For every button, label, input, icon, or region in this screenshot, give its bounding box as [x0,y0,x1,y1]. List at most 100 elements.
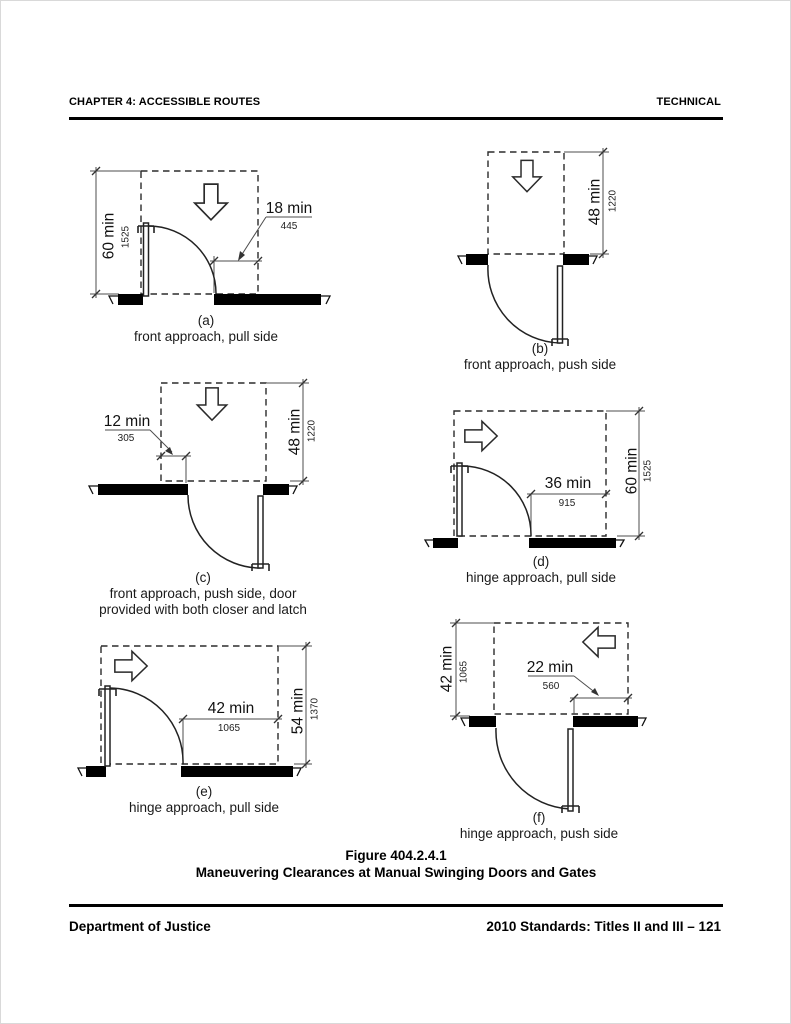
latch-clearance-dimension: 42 min 1065 [178,700,283,765]
diagram-e-drawing: 42 min 1065 54 min 1370 [76,641,321,777]
door [450,462,532,537]
dim-value: 48 min [586,179,603,226]
clearance-outline [160,382,267,482]
hinge-icon [137,225,155,233]
walls [456,254,599,265]
door-leaf [142,222,150,297]
vertical-dimension: 48 min 1220 [564,147,619,259]
footer-rule [69,904,723,907]
door-leaf [104,685,111,767]
dim-metric: 1065 [459,660,470,683]
down-arrow-icon [193,183,229,221]
caption-c: (c) front approach, push side, door prov… [63,570,343,618]
walls [423,538,626,548]
vertical-dimension: 42 min 1065 [438,618,494,721]
section-header: TECHNICAL [656,96,721,108]
door-leaf [567,728,574,812]
diagram-label: (a) [197,313,215,328]
walls [76,766,303,777]
diagram-d-drawing: 36 min 915 60 min 1525 [423,406,654,548]
header-rule [69,117,723,120]
dim-metric: 1220 [608,189,619,212]
door-leaf [456,462,463,537]
figure-number: Figure 404.2.4.1 [345,848,447,863]
latch-clearance-dimension: 18 min 445 [209,200,313,293]
diagram-label: (c) [195,570,211,585]
footer-right: 2010 Standards: Titles II and III – 121 [486,919,721,934]
caption-a: (a) front approach, pull side [66,313,346,345]
diagram-b-drawing: 48 min 1220 [456,147,619,346]
footer-left: Department of Justice [69,919,211,934]
diagram-caption: hinge approach, pull side [465,570,617,585]
dim-value: 36 min [545,475,592,492]
clearance-outline [487,151,565,255]
caption-e: (e) hinge approach, pull side [64,784,344,816]
dim-metric: 1220 [307,419,318,442]
vertical-dimension: 60 min 1525 [90,166,141,299]
door [487,264,569,346]
walls [459,716,648,727]
diagram-caption: hinge approach, push side [459,826,619,841]
dim-value: 12 min [104,413,151,430]
dim-metric: 445 [281,221,298,232]
dim-value: 60 min [623,448,640,495]
walls [87,484,299,495]
left-arrow-icon [582,626,616,658]
dim-metric: 1525 [121,225,132,248]
down-arrow-icon [512,159,542,193]
figure-title: Maneuvering Clearances at Manual Swingin… [195,865,597,880]
caption-d: (d) hinge approach, pull side [401,554,681,586]
latch-clearance-dimension: 36 min 915 [526,475,611,537]
caption-b: (b) front approach, push side [400,341,680,373]
diagram-caption: front approach, pull side [133,329,279,344]
dim-metric: 1370 [310,697,321,720]
latch-clearance-dimension: 22 min 560 [527,659,633,714]
door-leaf [257,495,264,569]
diagram-label: (b) [531,341,549,356]
right-arrow-icon [464,420,498,452]
clearance-outline [100,645,279,765]
door [98,685,184,767]
vertical-dimension: 54 min 1370 [278,641,321,769]
chapter-header: CHAPTER 4: ACCESSIBLE ROUTES [69,96,261,108]
dim-value: 54 min [289,688,306,735]
hinge-icon [551,338,569,346]
dim-metric: 305 [118,433,135,444]
clearance-outline [493,622,629,715]
down-arrow-icon [196,387,228,421]
hinge-icon [561,805,580,813]
dim-metric: 1525 [643,459,654,482]
door-leaf [556,265,564,344]
hinge-icon [251,563,270,571]
dim-value: 22 min [527,659,574,676]
dim-metric: 560 [543,681,560,692]
dim-value: 48 min [286,409,303,456]
dim-metric: 915 [559,498,576,509]
walls [107,294,332,305]
clearance-outline [140,170,259,295]
vertical-dimension: 60 min 1525 [606,406,654,541]
dim-value: 42 min [208,700,255,717]
caption-f: (f) hinge approach, push side [399,810,679,842]
diagram-caption: front approach, push side [463,357,617,372]
dim-metric: 1065 [218,723,241,734]
latch-clearance-dimension: 12 min 305 [104,413,191,483]
dim-value: 18 min [266,200,313,217]
diagram-label: (e) [195,784,213,799]
diagram-label: (d) [532,554,550,569]
diagram-a-drawing: 60 min 1525 18 min 445 [90,166,332,305]
hinge-icon [98,688,117,696]
clearance-outline [453,410,607,537]
door [137,222,217,297]
figure-caption: Figure 404.2.4.1 Maneuvering Clearances … [69,847,723,881]
door [187,494,270,571]
dim-value: 60 min [100,213,117,260]
dim-value: 42 min [438,646,455,693]
right-arrow-icon [114,650,148,682]
diagram-caption: hinge approach, pull side [128,800,280,815]
diagram-f-drawing: 42 min 1065 22 min 560 [438,618,648,813]
door [495,727,580,813]
vertical-dimension: 48 min 1220 [266,378,318,486]
diagram-caption: front approach, push side, door [109,586,297,601]
